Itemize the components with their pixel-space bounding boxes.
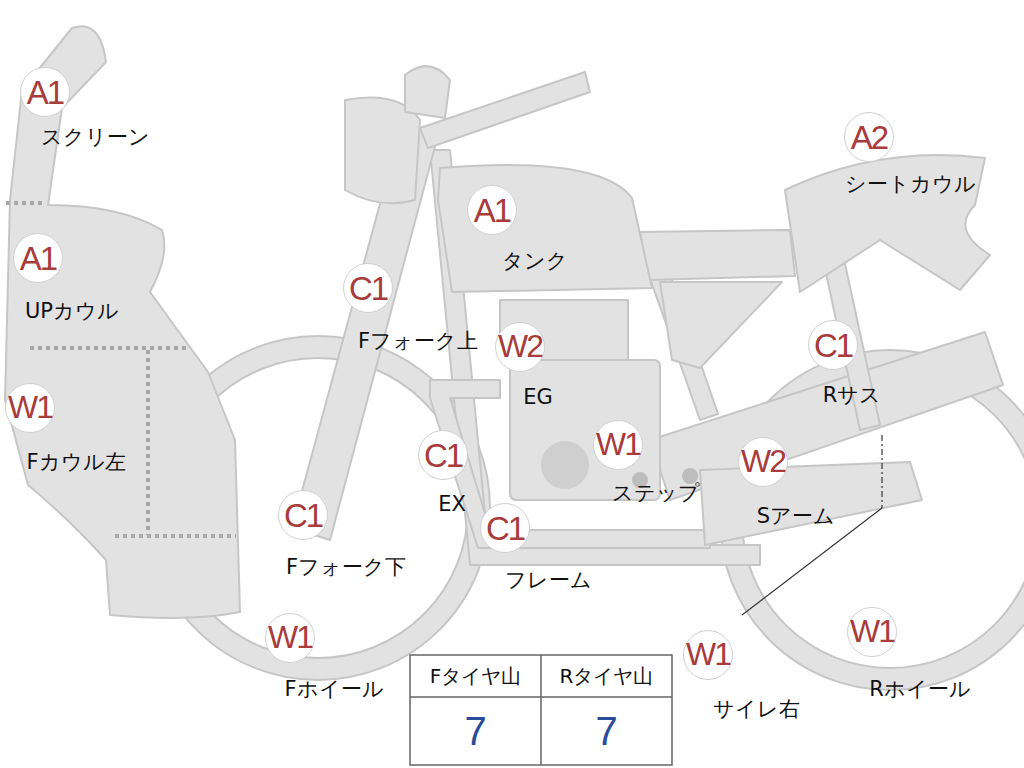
grade-code: C1 — [418, 430, 468, 480]
grade-code: W2 — [738, 437, 788, 487]
part-name: Rホイール — [869, 678, 971, 701]
part-name: スクリーン — [41, 126, 150, 149]
part-name: Fフォーク上 — [358, 330, 478, 353]
tread-depth-value: 7 — [410, 697, 541, 765]
part-name: Fフォーク下 — [286, 556, 406, 579]
part-name: Fホイール — [284, 678, 383, 701]
part-name: フレーム — [505, 569, 592, 592]
grade-code: C1 — [278, 490, 328, 540]
part-name: ステップ — [612, 482, 700, 505]
grade-callout: C1Rサス — [808, 320, 858, 370]
grade-callout: C1フレーム — [480, 503, 530, 553]
grade-callout: W1Rホイール — [847, 607, 897, 657]
grade-callout: W1Fホイール — [265, 613, 315, 663]
grade-callout: W2Sアーム — [738, 437, 788, 487]
grade-code: W1 — [265, 613, 315, 663]
grade-callout: W1ステップ — [593, 420, 643, 470]
part-name: Rサス — [823, 384, 882, 407]
grade-code: C1 — [343, 263, 393, 313]
part-name: UPカウル — [25, 300, 119, 323]
tread-depth-value: 7 — [541, 697, 672, 765]
part-name: タンク — [502, 250, 568, 273]
part-name: EX — [438, 493, 466, 516]
grade-code: W1 — [847, 607, 897, 657]
grade-callout: W1Fカウル左 — [5, 383, 55, 433]
part-name: EG — [523, 386, 553, 409]
grade-code: C1 — [480, 503, 530, 553]
grade-callout: C1EX — [418, 430, 468, 480]
grade-callout: A1スクリーン — [20, 67, 70, 117]
grade-code: W1 — [683, 630, 733, 680]
grade-callout: W2EG — [495, 322, 545, 372]
grade-code: W1 — [593, 420, 643, 470]
grade-code: C1 — [808, 320, 858, 370]
grade-code: A1 — [467, 185, 517, 235]
grade-code: A1 — [13, 233, 63, 283]
grade-code: W1 — [5, 383, 55, 433]
part-name: サイレ右 — [713, 698, 800, 721]
part-name: Sアーム — [757, 505, 835, 528]
table-header: Fタイヤ山 — [410, 655, 541, 697]
grade-code: A2 — [844, 112, 894, 162]
grade-callout: W1サイレ右 — [683, 630, 733, 680]
grade-code: A1 — [20, 67, 70, 117]
grade-callout: C1Fフォーク上 — [343, 263, 393, 313]
grade-callout: C1Fフォーク下 — [278, 490, 328, 540]
grade-callout: A2シートカウル — [844, 112, 894, 162]
table-header: Rタイヤ山 — [541, 655, 672, 697]
part-name: シートカウル — [845, 173, 976, 196]
grade-callout: A1タンク — [467, 185, 517, 235]
part-name: Fカウル左 — [26, 451, 125, 474]
grade-code: W2 — [495, 322, 545, 372]
grade-callout: A1UPカウル — [13, 233, 63, 283]
